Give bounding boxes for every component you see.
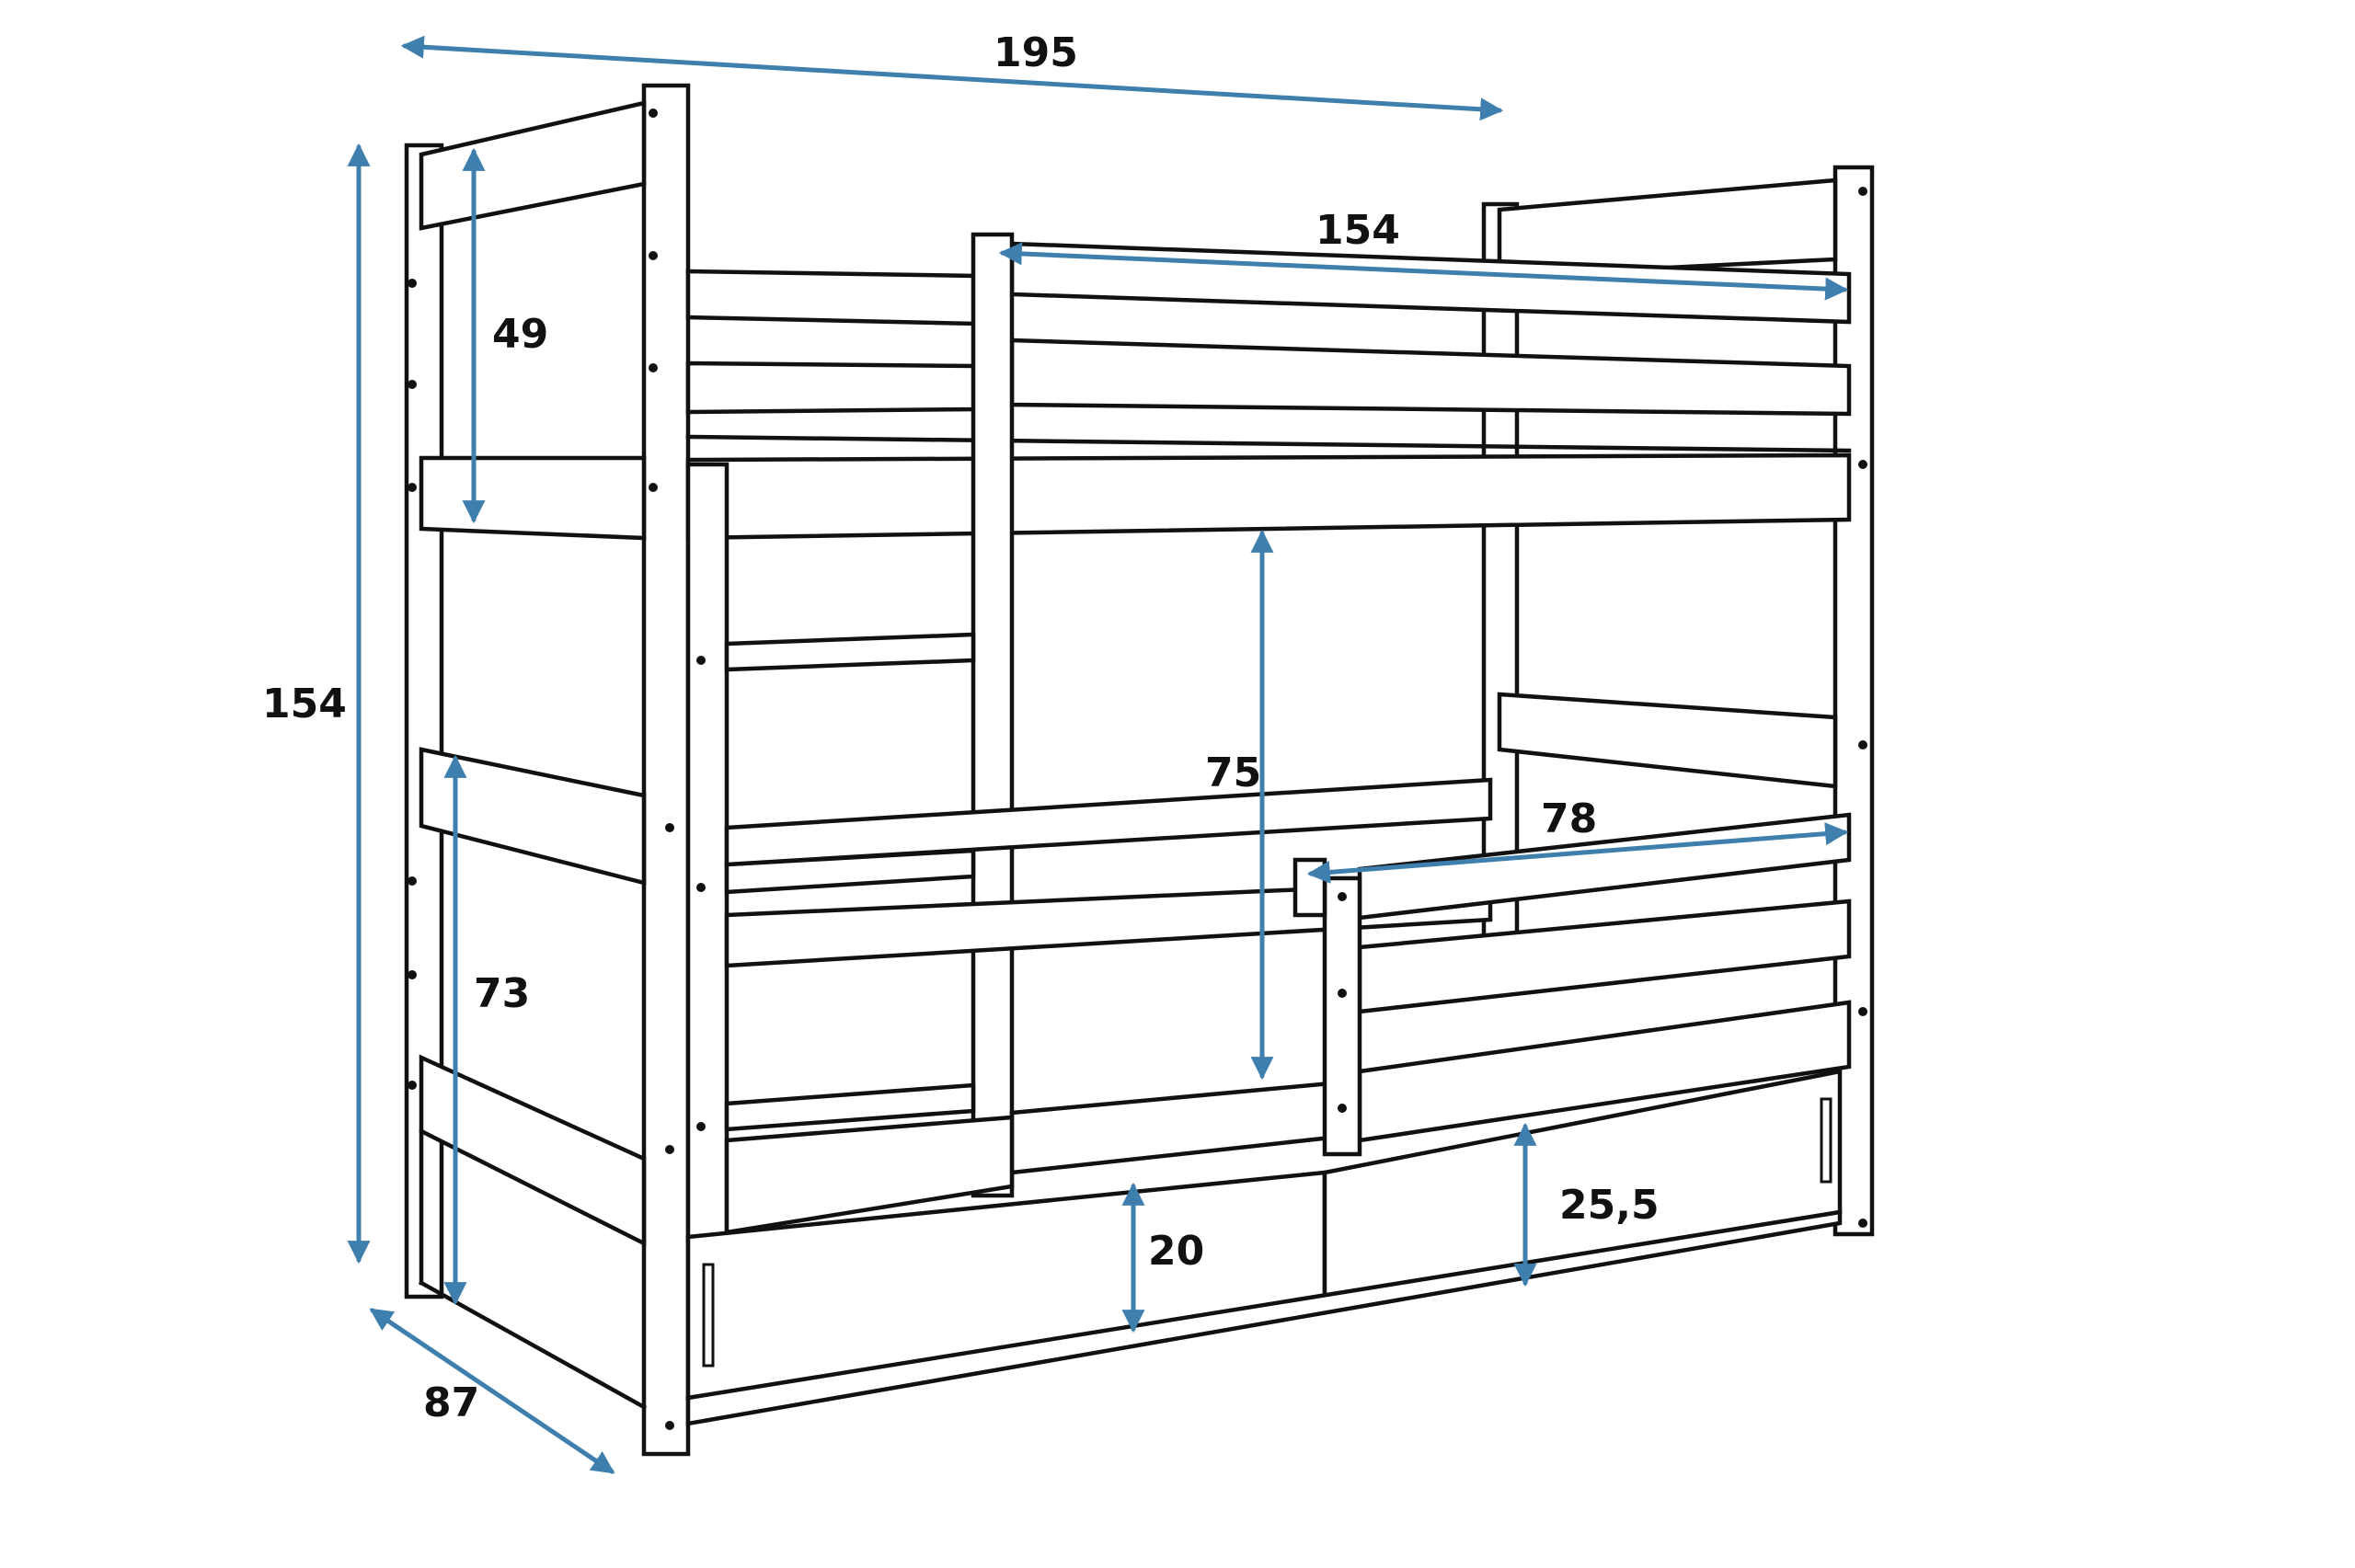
left-bottom-headboard-panel: [419, 747, 647, 886]
top-back-rail-left-2: [685, 361, 978, 415]
ladder-rung-3: [724, 1082, 976, 1132]
label-depth: 87: [423, 1379, 479, 1426]
label-total-height: 154: [262, 681, 347, 727]
label-bottom-rail-height: 73: [474, 970, 530, 1017]
drawer-base: [685, 1209, 1843, 1426]
ladder-rung-1: [724, 632, 976, 672]
bed-frame: [404, 83, 1875, 1457]
arrow-depth: [369, 1308, 615, 1474]
dimension-arrows: [347, 35, 1849, 1474]
right-drawer-handle: [1820, 1097, 1832, 1184]
arrow-top-bed-length: [998, 242, 1849, 301]
right-rear-post: [1481, 201, 1520, 952]
left-top-headboard-panel: [419, 100, 647, 231]
guard-rail-bracket: [1292, 857, 1327, 918]
label-total-length: 195: [994, 29, 1078, 76]
top-bed-base: [685, 452, 1852, 541]
left-drawer-handle: [702, 1263, 715, 1368]
right-bottom-headboard-panel: [1497, 692, 1838, 789]
bottom-front-left-rail: [724, 1115, 1015, 1235]
label-side-opening: 78: [1541, 795, 1597, 842]
left-bottom-rail: [419, 1054, 647, 1247]
top-back-rail-left: [685, 269, 978, 326]
arrow-side-opening: [1306, 822, 1849, 884]
top-front-guard-rail-2: [1009, 338, 1852, 417]
label-bottom-clearance: 25,5: [1559, 1182, 1660, 1229]
label-bed-clearance: 75: [1205, 750, 1261, 796]
ladder-left-post: [685, 462, 729, 1244]
arrow-total-length: [400, 35, 1504, 121]
left-top-side-rail: [419, 455, 647, 541]
bottom-back-rail: [724, 777, 1493, 867]
label-top-rail-height: 49: [492, 311, 548, 358]
dimension-labels: 195 154 87 154 49 73 75 78 20 25,5: [262, 29, 1660, 1426]
label-top-bed-length: 154: [1315, 207, 1400, 254]
ladder-post: [971, 232, 1015, 1198]
left-front-post: [641, 83, 691, 1457]
label-drawer-height: 20: [1148, 1228, 1204, 1275]
